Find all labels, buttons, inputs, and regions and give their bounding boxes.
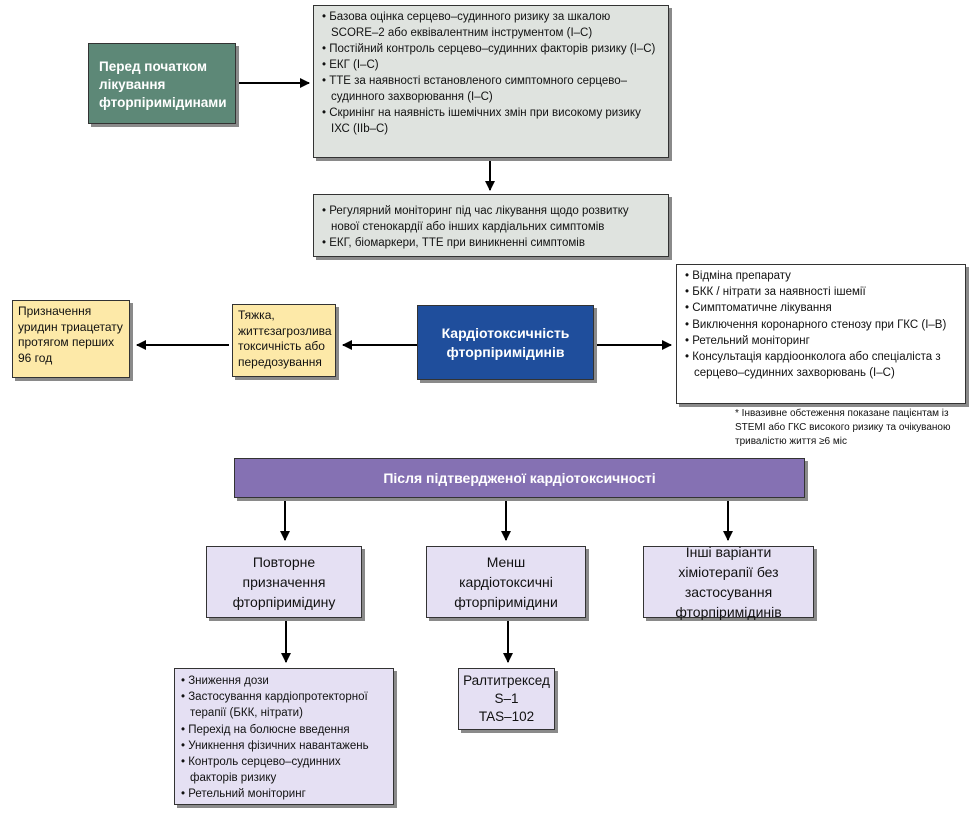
uridine-label: Призначення уридин триацетату протягом п… [18, 304, 123, 365]
list-item: Ретельний моніторинг [181, 786, 387, 802]
monitoring-box: Регулярний моніторинг під час лікування … [313, 194, 669, 257]
list-item: Постійний контроль серцево–судинних факт… [322, 41, 660, 57]
list-item: ЕКГ (I–C) [322, 57, 660, 73]
list-item: Перехід на болюсне введення [181, 722, 387, 738]
cardiotoxicity-box: Кардіотоксичність фторпіримідинів [417, 305, 594, 380]
rechallenge-box: Повторне призначення фторпіримідину [206, 546, 362, 618]
management-box: Відміна препарату БКК / нітрати за наявн… [676, 264, 966, 404]
after-confirmed-label: Після підтвердженої кардіотоксичності [383, 470, 656, 486]
list-item: Зниження дози [181, 673, 387, 689]
baseline-assessment-list: Базова оцінка серцево–судинного ризику з… [322, 9, 660, 137]
list-item: Відміна препарату [685, 268, 957, 284]
list-item: Уникнення фізичних навантажень [181, 738, 387, 754]
management-list: Відміна препарату БКК / нітрати за наявн… [685, 268, 957, 381]
before-treatment-label: Перед початком лікування фторпіримідинам… [99, 59, 227, 110]
cardiotoxicity-label: Кардіотоксичність фторпіримідинів [441, 324, 570, 360]
invasive-footnote: * Інвазивне обстеження показане пацієнта… [735, 408, 951, 447]
other-chemo-label: Інші варіанти хіміотерапії без застосува… [675, 544, 782, 620]
list-item: Виключення коронарного стенозу при ГКС (… [685, 317, 957, 333]
drug-s1: S–1 [494, 691, 519, 706]
less-toxic-label: Менш кардіотоксичні фторпіримідини [454, 554, 558, 610]
other-chemo-box: Інші варіанти хіміотерапії без застосува… [643, 544, 814, 620]
rechallenge-label: Повторне призначення фторпіримідину [232, 554, 336, 610]
list-item: БКК / нітрати за наявності ішемії [685, 284, 957, 300]
baseline-assessment-box: Базова оцінка серцево–судинного ризику з… [313, 5, 669, 158]
list-item: Застосування кардіопротекторної терапії … [181, 689, 387, 721]
list-item: Ретельний моніторинг [685, 333, 957, 349]
severe-toxicity-box: Тяжка, життєзагрозлива токсичність або п… [232, 304, 336, 377]
drug-raltitrexed: Ралтитрексед [463, 673, 550, 688]
list-item: Консультація кардіоонколога або спеціалі… [685, 349, 957, 381]
drug-list-box: Ралтитрексед S–1 TAS–102 [458, 668, 555, 730]
list-item: Скринінг на наявність ішемічних змін при… [322, 105, 660, 137]
rechallenge-measures-box: Зниження дози Застосування кардіопротект… [174, 668, 394, 805]
list-item: Базова оцінка серцево–судинного ризику з… [322, 9, 660, 41]
list-item: Регулярний моніторинг під час лікування … [322, 203, 660, 235]
drug-tas102: TAS–102 [478, 709, 535, 724]
list-item: ТТЕ за наявності встановленого симптомно… [322, 73, 660, 105]
less-toxic-box: Менш кардіотоксичні фторпіримідини [426, 546, 586, 618]
list-item: Контроль серцево–судинних факторів ризик… [181, 754, 387, 786]
rechallenge-measures-list: Зниження дози Застосування кардіопротект… [181, 673, 387, 803]
uridine-box: Призначення уридин триацетату протягом п… [12, 300, 130, 378]
after-confirmed-bar: Після підтвердженої кардіотоксичності [234, 458, 805, 498]
before-treatment-box: Перед початком лікування фторпіримідинам… [88, 43, 236, 124]
severe-toxicity-label: Тяжка, життєзагрозлива токсичність або п… [238, 308, 332, 369]
monitoring-list: Регулярний моніторинг під час лікування … [322, 203, 660, 251]
list-item: Симптоматичне лікування [685, 300, 957, 316]
list-item: ЕКГ, біомаркери, ТТЕ при виникненні симп… [322, 235, 660, 251]
